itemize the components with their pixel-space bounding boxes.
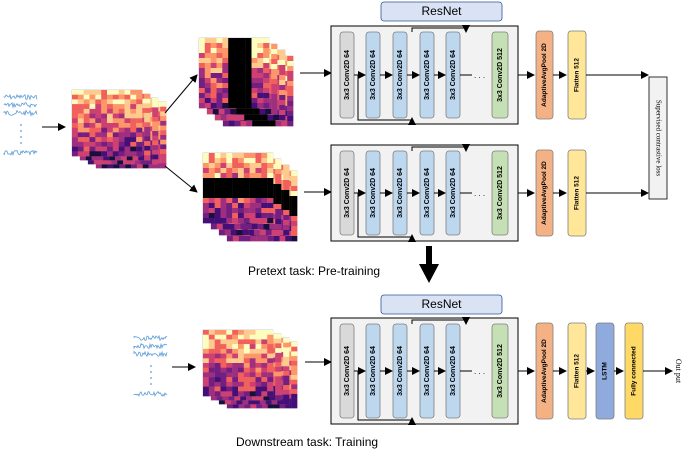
r1-ellipsis: . . .: [474, 71, 485, 80]
r2-conv-block-2-label: 3x3 Conv2D 64: [397, 168, 404, 218]
r3-conv-block-3: 3x3 Conv2D 64: [419, 323, 435, 419]
r3-pool-label: AdaptiveAvgPool 2D: [541, 339, 548, 403]
arrow-to-masked-top: [164, 74, 198, 114]
r2-conv-block-3: 3x3 Conv2D 64: [419, 150, 435, 236]
r1-conv-first-label: 3x3 Conv2D 64: [344, 50, 351, 100]
r3-resnet-title-text: ResNet: [421, 297, 462, 311]
r3-conv-block-3-label: 3x3 Conv2D 64: [424, 346, 431, 396]
transfer-arrow-shaft: [426, 246, 432, 266]
r3-skip-1: [356, 370, 416, 425]
input-waveform-top: [3, 93, 38, 156]
r2-conv-block-3-label: 3x3 Conv2D 64: [424, 168, 431, 218]
r3-lstm-label: LSTM: [602, 362, 609, 380]
input-spectrogram-bottom-0: [202, 329, 274, 397]
r2-conv-block-4: 3x3 Conv2D 64: [445, 150, 461, 236]
r3-flatten-label: Flatten 512: [574, 354, 581, 388]
r2-conv-block-2: 3x3 Conv2D 64: [392, 150, 408, 236]
r3-fully-connected: Fully connected: [624, 322, 644, 420]
r3-conv-block-1-label: 3x3 Conv2D 64: [370, 346, 377, 396]
r2-conv-first: 3x3 Conv2D 64: [339, 150, 355, 236]
input-waveform-bottom: [133, 334, 168, 398]
r3-conv-last-box: [491, 323, 509, 419]
r3-resnet-title: ResNet: [380, 294, 503, 315]
r1-conv-block-4: 3x3 Conv2D 64: [445, 31, 461, 119]
pretext-caption: Pretext task: Pre-training: [248, 264, 380, 278]
output-label: Out put: [674, 359, 683, 384]
r1-conv-last: 3x3 Conv2D 512: [491, 31, 509, 119]
downstream-caption: Downstream task: Training: [236, 435, 378, 449]
r3-ellipsis: . . .: [474, 367, 485, 376]
r3-conv-first: 3x3 Conv2D 64: [339, 323, 355, 419]
r2-conv-block-1-label: 3x3 Conv2D 64: [370, 168, 377, 218]
masked-freq-spectrogram-0: [202, 152, 274, 224]
r1-conv-block-3: 3x3 Conv2D 64: [419, 31, 435, 119]
r2-conv-block-4-label: 3x3 Conv2D 64: [450, 168, 457, 218]
r1-conv-block-3-label: 3x3 Conv2D 64: [424, 50, 431, 100]
r2-skip-1: [356, 192, 416, 242]
r1-flatten-label: Flatten 512: [574, 58, 581, 92]
r1-pool: AdaptiveAvgPool 2D: [535, 30, 554, 120]
masked-time-spectrogram-0: [198, 37, 270, 109]
r1-conv-block-1: 3x3 Conv2D 64: [365, 31, 381, 119]
r2-pool: AdaptiveAvgPool 2D: [535, 149, 554, 237]
r1-resnet-title-text: ResNet: [421, 4, 462, 18]
r3-conv-block-2: 3x3 Conv2D 64: [392, 323, 408, 419]
r3-pool: AdaptiveAvgPool 2D: [535, 322, 554, 420]
waveform-row-1: [133, 342, 168, 350]
waveform-row-0: [133, 334, 168, 342]
input-spectrogram-top-0: [71, 89, 143, 157]
r1-flatten: Flatten 512: [567, 30, 587, 120]
r2-ellipsis: . . .: [474, 189, 485, 198]
r3-conv-block-1: 3x3 Conv2D 64: [365, 323, 381, 419]
r3-fully-connected-label: Fully connected: [631, 346, 638, 396]
loss-box: Supervised contrastive loss: [648, 76, 668, 200]
r1-conv-block-2: 3x3 Conv2D 64: [392, 31, 408, 119]
arrow-to-masked-bottom: [164, 165, 198, 193]
waveform-row-2: [133, 350, 168, 358]
r3-conv-block-2-label: 3x3 Conv2D 64: [397, 346, 404, 396]
r3-conv-block-4: 3x3 Conv2D 64: [445, 323, 461, 419]
r2-conv-last-box: [491, 150, 509, 236]
r1-skip-1: [356, 74, 416, 125]
r2-pool-label: AdaptiveAvgPool 2D: [541, 161, 548, 225]
r3-lstm: LSTM: [595, 322, 615, 420]
waveform-row-1: [3, 101, 38, 109]
r1-conv-last-label: 3x3 Conv2D 512: [497, 48, 504, 102]
r3-conv-last: 3x3 Conv2D 512: [491, 323, 509, 419]
waveform-row-0: [3, 93, 38, 101]
waveform-row-last: [133, 390, 168, 398]
r1-resnet-title: ResNet: [380, 1, 503, 22]
r3-conv-last-label: 3x3 Conv2D 512: [497, 344, 504, 398]
r1-conv-block-2-label: 3x3 Conv2D 64: [397, 50, 404, 100]
r2-conv-last-label: 3x3 Conv2D 512: [497, 166, 504, 220]
r1-conv-block-4-label: 3x3 Conv2D 64: [450, 50, 457, 100]
r1-conv-block-1-label: 3x3 Conv2D 64: [370, 50, 377, 100]
r3-flatten: Flatten 512: [567, 322, 587, 420]
r1-skip-2: [411, 25, 470, 33]
r1-conv-first: 3x3 Conv2D 64: [339, 31, 355, 119]
r3-conv-block-4-label: 3x3 Conv2D 64: [450, 346, 457, 396]
transfer-arrow-head: [419, 264, 439, 283]
r2-flatten-label: Flatten 512: [574, 176, 581, 210]
r2-conv-last: 3x3 Conv2D 512: [491, 150, 509, 236]
waveform-row-2: [3, 109, 38, 117]
r2-skip-2: [411, 144, 470, 152]
r2-conv-first-label: 3x3 Conv2D 64: [344, 168, 351, 218]
r2-conv-block-1: 3x3 Conv2D 64: [365, 150, 381, 236]
r2-flatten: Flatten 512: [567, 149, 587, 237]
r3-conv-first-label: 3x3 Conv2D 64: [344, 346, 351, 396]
r1-pool-label: AdaptiveAvgPool 2D: [541, 43, 548, 107]
waveform-row-last: [3, 149, 38, 156]
loss-label: Supervised contrastive loss: [654, 100, 662, 176]
r1-conv-last-box: [491, 31, 509, 119]
r3-skip-2: [411, 317, 470, 325]
